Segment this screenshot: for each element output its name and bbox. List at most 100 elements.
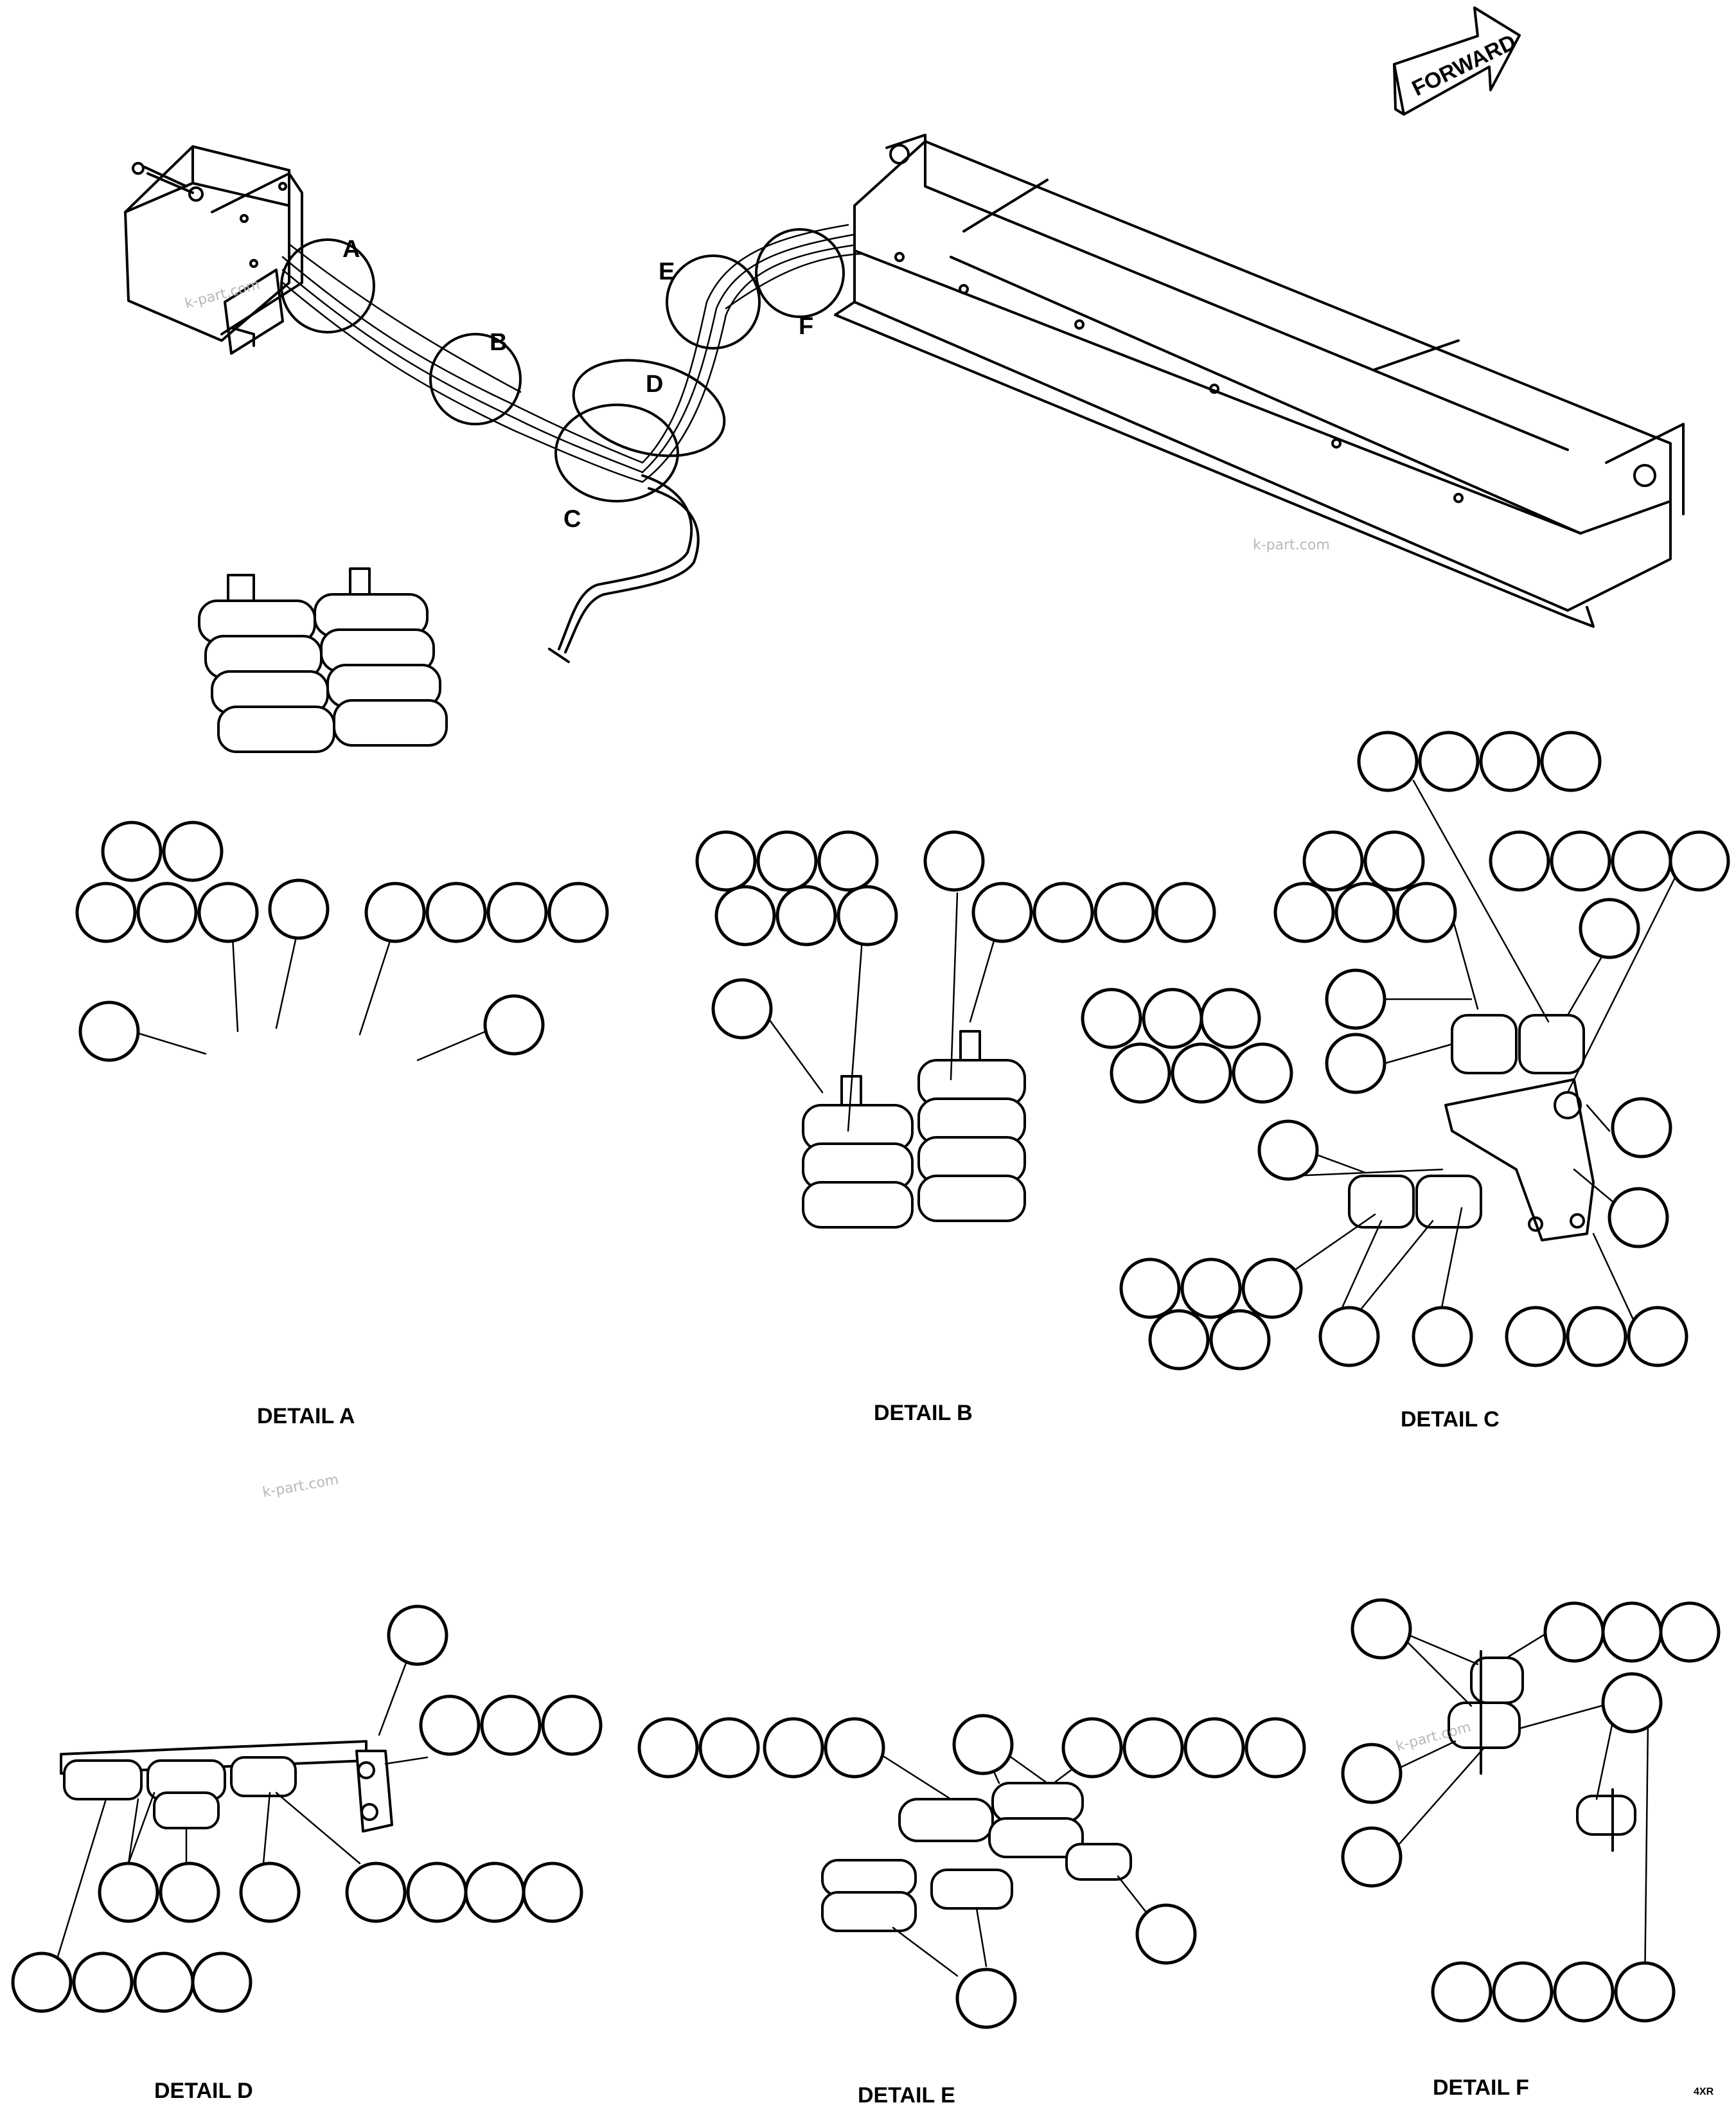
conveyor-housing [834, 134, 1685, 628]
callout-balloon [364, 882, 426, 943]
callout-balloon [1659, 1601, 1721, 1663]
callout-balloon [191, 1951, 252, 2013]
callout-balloon [406, 1861, 468, 1923]
callout-balloon [1614, 1961, 1676, 2023]
callout-balloon [1094, 882, 1155, 943]
callout-balloon [711, 978, 773, 1040]
callout-balloon [1579, 898, 1640, 959]
callout-balloon [763, 1717, 824, 1779]
watermark-3: k-part.com [261, 1471, 340, 1500]
marker-d: D [646, 371, 663, 398]
callout-balloon [1553, 1961, 1615, 2023]
callout-balloon [1395, 882, 1457, 943]
callout-balloon [162, 821, 224, 882]
callout-balloon [1492, 1961, 1554, 2023]
callout-balloon [1273, 882, 1335, 943]
callout-balloon [955, 1967, 1017, 2029]
callout-balloon [1171, 1042, 1232, 1104]
callout-balloon [78, 1000, 140, 1062]
callout-balloon [419, 1694, 481, 1756]
marker-f: F [799, 313, 813, 340]
callout-balloon [101, 821, 163, 882]
callout-balloon [345, 1861, 407, 1923]
callout-balloon [695, 830, 757, 892]
callout-balloon [1431, 1961, 1492, 2023]
callout-balloon [1601, 1601, 1663, 1663]
marker-b: B [490, 329, 507, 356]
marker-e: E [659, 258, 675, 285]
callout-balloon [522, 1861, 583, 1923]
callout-balloon [11, 1951, 73, 2013]
callout-balloon [837, 885, 898, 946]
callout-balloon [1257, 1119, 1319, 1181]
callout-balloon [387, 1604, 448, 1666]
callout-balloon [98, 1861, 159, 1923]
callout-balloon [1608, 1187, 1669, 1248]
callout-balloon [1325, 968, 1386, 1030]
watermark-2: k-part.com [1253, 537, 1330, 553]
callout-balloon [1180, 1257, 1242, 1319]
callout-balloon [239, 1861, 301, 1923]
callout-balloon [268, 878, 330, 940]
callout-balloon [698, 1717, 760, 1779]
callout-balloon [1540, 731, 1602, 792]
callout-balloon [1543, 1601, 1605, 1663]
detail-markers: A B C D E F [280, 228, 845, 533]
callout-balloon [1081, 988, 1142, 1049]
callout-balloon [1341, 1826, 1403, 1888]
callout-balloon [483, 994, 545, 1056]
callout-balloon [1489, 830, 1550, 892]
forward-arrow: FORWARD [1393, 6, 1521, 116]
detail-d-title: DETAIL D [154, 2079, 253, 2103]
detail-b-clamps [802, 1030, 1026, 1229]
callout-balloon [136, 882, 198, 943]
detail-a-clamps [198, 567, 448, 753]
callout-balloon [952, 1714, 1014, 1775]
callout-balloon [1209, 1309, 1271, 1371]
callout-balloons [11, 731, 1730, 2029]
callout-balloon [1341, 1743, 1403, 1804]
callout-balloon [1302, 830, 1364, 892]
callout-balloon [1412, 1306, 1473, 1367]
detail-e-clamps [821, 1782, 1132, 1932]
marker-c: C [563, 506, 581, 533]
detail-f-clamps [1448, 1650, 1636, 1852]
callout-balloon [1351, 1598, 1412, 1660]
marker-a: A [342, 236, 360, 263]
callout-balloon [547, 882, 609, 943]
callout-balloon [824, 1717, 885, 1779]
callout-balloon [1183, 1717, 1245, 1779]
callout-balloon [1505, 1306, 1566, 1367]
callout-balloon [425, 882, 487, 943]
detail-b-title: DETAIL B [874, 1401, 973, 1425]
callout-balloon [72, 1951, 134, 2013]
callout-balloon [1119, 1257, 1181, 1319]
callout-balloon [1241, 1257, 1303, 1319]
detail-f-title: DETAIL F [1433, 2075, 1529, 2100]
detail-c-bracket [1348, 1014, 1595, 1241]
callout-balloon [1142, 988, 1203, 1049]
callout-balloon [1110, 1042, 1171, 1104]
callout-balloon [1566, 1306, 1627, 1367]
callout-balloon [486, 882, 548, 943]
callout-balloon [1325, 1033, 1386, 1094]
callout-balloon [1669, 830, 1730, 892]
callout-balloon [637, 1717, 699, 1779]
callout-balloon [1611, 830, 1672, 892]
sheet-code: 4XR [1694, 2086, 1714, 2097]
callout-balloon [1232, 1042, 1293, 1104]
callout-balloon [1601, 1672, 1663, 1734]
callout-balloon [1061, 1717, 1123, 1779]
callout-balloon [923, 830, 985, 892]
callout-balloon [714, 885, 776, 946]
callout-balloon [971, 882, 1033, 943]
callout-balloon [1611, 1097, 1672, 1159]
callout-balloon [1122, 1717, 1184, 1779]
callout-balloon [1032, 882, 1094, 943]
callout-balloon [1418, 731, 1480, 792]
callout-balloon [1363, 830, 1425, 892]
callout-balloon [1200, 988, 1261, 1049]
callout-balloon [464, 1861, 526, 1923]
callout-balloon [1244, 1717, 1306, 1779]
